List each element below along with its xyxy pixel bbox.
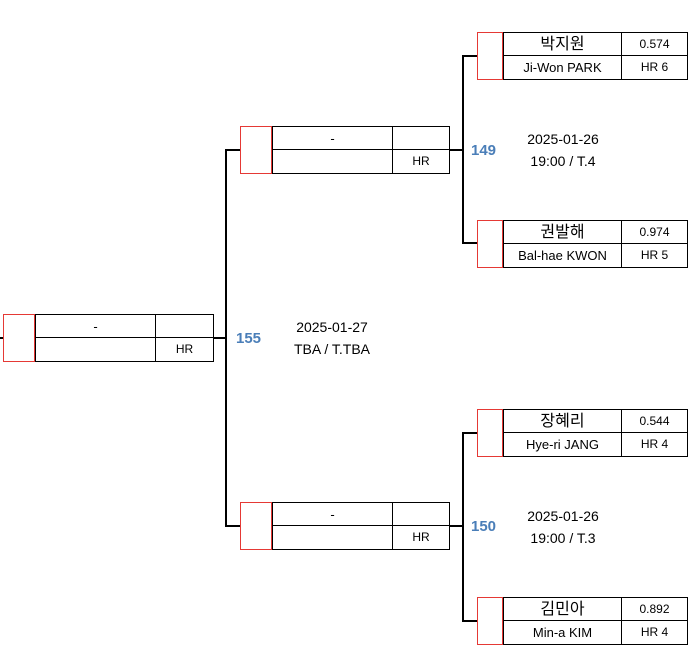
semi-bottom-date: 2025-01-26 (527, 508, 599, 524)
player-slot-4[interactable]: 김민아 Min-a KIM 0.892 HR 4 (477, 597, 688, 645)
final-time-table: TBA / T.TBA (294, 341, 370, 357)
final-match-number: 155 (236, 330, 262, 347)
player-slot-2[interactable]: 권발해 Bal-hae KWON 0.974 HR 5 (477, 220, 688, 268)
semi-top-player-sub (273, 150, 393, 173)
player-name-ko: 장혜리 (504, 410, 622, 433)
seed-marker (240, 502, 273, 550)
final-hr: HR (175, 342, 194, 356)
player-name-ko: 김민아 (504, 598, 622, 621)
seed-marker (3, 314, 36, 362)
player-hr: HR 5 (640, 248, 669, 262)
player-hr: HR 6 (640, 60, 669, 74)
player-name-en: Bal-hae KWON (504, 244, 622, 267)
player-score: 0.544 (622, 410, 687, 433)
player-slot-1[interactable]: 박지원 Ji-Won PARK 0.574 HR 6 (477, 32, 688, 80)
connector-final-out (212, 337, 227, 339)
player-card: 권발해 Bal-hae KWON 0.974 HR 5 (503, 220, 688, 268)
seed-marker (477, 597, 504, 645)
connector-qf-1-in (462, 55, 478, 57)
player-score: 0.892 (622, 598, 687, 621)
connector-qf-bottom-vertical (462, 432, 464, 621)
seed-marker (240, 126, 273, 174)
seed-marker (477, 32, 504, 80)
semi-top-score (393, 127, 449, 150)
connector-qf-4-in (462, 620, 478, 622)
connector-semi-bottom-out (449, 525, 464, 527)
connector-qf-2-in (462, 242, 478, 244)
connector-final-left (0, 337, 3, 339)
connector-final-vertical (225, 149, 227, 527)
semi-top-hr: HR (412, 154, 430, 168)
final-slot[interactable]: - HR (3, 314, 214, 362)
semi-top-date: 2025-01-26 (527, 131, 599, 147)
connector-semi-top-out (449, 149, 464, 151)
semi-top-player-name: - (273, 127, 393, 150)
semi-bottom-player-name: - (273, 503, 393, 526)
player-name-ko: 권발해 (504, 221, 622, 244)
final-score (156, 315, 213, 338)
player-score: 0.574 (622, 33, 687, 56)
player-hr: HR 4 (640, 437, 669, 451)
final-match-info: 2025-01-27 TBA / T.TBA (282, 316, 382, 360)
semi-top-match-number: 149 (471, 142, 497, 159)
semi-bottom-hr: HR (412, 530, 430, 544)
seed-marker (477, 220, 504, 268)
player-name-en: Hye-ri JANG (504, 433, 622, 456)
final-date: 2025-01-27 (296, 319, 368, 335)
final-player-sub (36, 338, 156, 361)
connector-semi-top-in (225, 149, 241, 151)
semi-top-slot[interactable]: - HR (240, 126, 450, 174)
semi-bottom-time-table: 19:00 / T.3 (530, 530, 596, 546)
connector-qf-3-in (462, 432, 478, 434)
final-player-name: - (36, 315, 156, 338)
semi-bottom-match-number: 150 (471, 518, 497, 535)
player-card: 장혜리 Hye-ri JANG 0.544 HR 4 (503, 409, 688, 457)
player-name-en: Min-a KIM (504, 621, 622, 644)
semi-bottom-score (393, 503, 449, 526)
connector-qf-top-vertical (462, 55, 464, 243)
semi-top-card: - HR (272, 126, 450, 174)
connector-semi-bottom-in (225, 525, 241, 527)
player-hr: HR 4 (640, 625, 669, 639)
semi-bottom-card: - HR (272, 502, 450, 550)
semi-bottom-player-sub (273, 526, 393, 549)
semi-bottom-match-info: 2025-01-26 19:00 / T.3 (513, 505, 613, 549)
player-slot-3[interactable]: 장혜리 Hye-ri JANG 0.544 HR 4 (477, 409, 688, 457)
player-score: 0.974 (622, 221, 687, 244)
seed-marker (477, 409, 504, 457)
semi-top-time-table: 19:00 / T.4 (530, 153, 596, 169)
player-name-ko: 박지원 (504, 33, 622, 56)
player-card: 김민아 Min-a KIM 0.892 HR 4 (503, 597, 688, 645)
player-card: 박지원 Ji-Won PARK 0.574 HR 6 (503, 32, 688, 80)
final-card: - HR (35, 314, 214, 362)
semi-top-match-info: 2025-01-26 19:00 / T.4 (513, 128, 613, 172)
player-name-en: Ji-Won PARK (504, 56, 622, 79)
semi-bottom-slot[interactable]: - HR (240, 502, 450, 550)
